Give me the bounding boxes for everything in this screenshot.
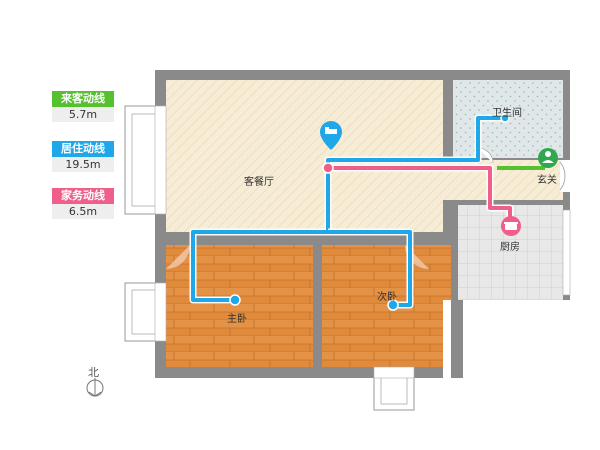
room-label-bathroom: 卫生间	[492, 106, 522, 119]
bathroom-endpoint	[500, 113, 510, 123]
living-route-line	[191, 116, 505, 302]
legend-living-route: 居住动线 19.5m	[52, 141, 114, 172]
door-swing-entrance	[559, 161, 566, 191]
legend-housework-value: 6.5m	[52, 204, 114, 219]
legend-housework-label: 家务动线	[52, 188, 114, 204]
legend-guest-label: 来客动线	[52, 91, 114, 107]
housework-route-line	[328, 166, 512, 222]
second-bedroom-endpoint	[387, 299, 399, 311]
legend-living-value: 19.5m	[52, 157, 114, 172]
exterior-cutout	[443, 300, 570, 378]
living-dining-floor	[166, 80, 443, 232]
person-icon	[538, 148, 558, 168]
room-label-entrance: 玄关	[537, 173, 557, 186]
route-junction	[322, 162, 334, 174]
legend-living-label: 居住动线	[52, 141, 114, 157]
compass-icon: 北	[86, 366, 104, 397]
second-bedroom-floor	[322, 245, 451, 367]
room-label-second-bedroom: 次卧	[377, 290, 397, 303]
legend-guest-route: 来客动线 5.7m	[52, 91, 114, 122]
bed-icon	[320, 121, 342, 150]
legend-housework-route: 家务动线 6.5m	[52, 188, 114, 219]
room-label-living-dining: 客餐厅	[244, 175, 274, 188]
door-swing-master	[166, 245, 190, 269]
room-label-kitchen: 厨房	[500, 240, 520, 253]
pot-icon	[501, 216, 521, 236]
master-bedroom-floor	[166, 245, 313, 367]
compass-north-label: 北	[88, 366, 99, 379]
legend-guest-value: 5.7m	[52, 107, 114, 122]
master-bedroom-endpoint	[229, 294, 241, 306]
wall-segment	[451, 300, 463, 378]
living-route-branch	[328, 230, 412, 307]
room-label-master-bedroom: 主卧	[227, 312, 247, 325]
